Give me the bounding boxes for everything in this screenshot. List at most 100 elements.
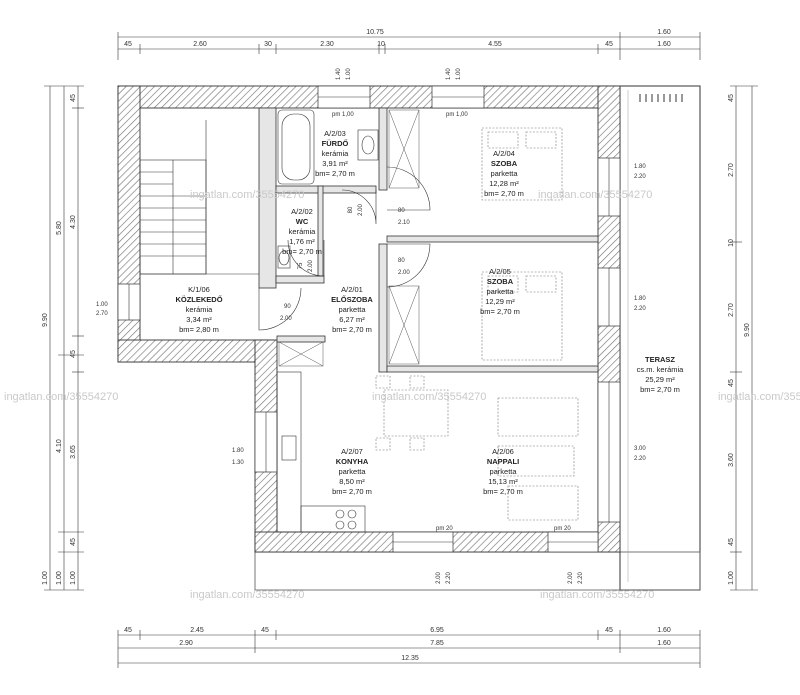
top-dimensions [117,32,701,60]
bathtub [277,109,315,185]
room-floor: parketta [338,305,366,314]
watermark-text: ingatlan.com/35554270 [190,589,304,601]
window-width: 2.00 [568,572,574,584]
room-height: bm= 2,70 m [332,487,372,496]
room-id: A/2/01 [341,285,363,294]
room-area: 15,13 m² [488,477,518,486]
bottom-dimensions [117,630,701,668]
room-label-bedroom1: A/2/04 SZOBA parketta 12,28 m² bm= 2,70 … [484,149,524,198]
sofa-set [497,397,579,521]
dim-bottom-seg: 7.85 [430,640,444,647]
dim-top-seg: 2.30 [320,41,334,48]
room-id: A/2/04 [493,149,515,158]
dim-overall-bottom: 12.35 [401,655,419,662]
watermark-text: ingatlan.com/35554270 [540,589,654,601]
dim-left-small: 1.00 [56,571,63,585]
window-width: 1.00 [346,68,352,80]
window-height: 2.20 [634,456,646,462]
door-width: 80 [348,206,354,213]
room-height: bm= 2,70 m [315,169,355,178]
room-label-living: A/2/06 NAPPALI parketta 15,13 m² bm= 2,7… [483,447,523,496]
room-id: A/2/06 [492,447,514,456]
beds [481,127,563,361]
room-floor: cs.m. kerámia [637,365,685,374]
dim-top-seg: 1.60 [657,41,671,48]
room-area: 3,34 m² [186,315,212,324]
left-dimensions [44,85,84,591]
room-height: bm= 2,80 m [179,325,219,334]
window-width: 3.00 [634,446,646,452]
room-label-bedroom2: A/2/05 SZOBA parketta 12,29 m² bm= 2,70 … [480,267,520,316]
dim-bottom-seg: 45 [605,627,613,634]
dim-overall-top: 10.75 [366,29,384,36]
dim-left-small: 45 [70,538,77,546]
window-height: 1.40 [336,68,342,80]
dim-top-seg: 10 [377,41,385,48]
kitchen-counter [276,371,366,533]
room-label-terrace: TERASZ cs.m. kerámia 25,29 m² bm= 2,70 m [637,355,685,394]
door-height: 2.00 [398,270,410,276]
window-width: 2.00 [436,572,442,584]
room-id: K/1/06 [188,285,210,294]
dim-left-upper: 5.80 [56,221,63,235]
room-area: 25,29 m² [645,375,675,384]
dim-left-outer: 9.90 [42,313,49,327]
room-height: bm= 2,70 m [483,487,523,496]
door-height: 2.00 [280,316,292,322]
interior-walls [258,107,599,373]
dining-set [375,375,449,451]
door-width: 80 [398,208,405,214]
room-name: TERASZ [645,355,675,364]
dim-left-small: 45 [70,350,77,358]
watermark-text: ingatlan.com/35554270 [190,189,304,201]
window-height: 1.40 [446,68,452,80]
room-floor: parketta [489,467,517,476]
room-floor: kerámia [322,149,350,158]
dim-right-seg: 2.70 [728,163,735,177]
dim-bottom-seg: 6.95 [430,627,444,634]
watermark-text: ingatlan.com/35554270 [538,189,652,201]
dim-right-outer: 9.90 [744,323,751,337]
room-name: NAPPALI [487,457,519,466]
room-height: bm= 2,70 m [282,247,322,256]
room-id: A/2/07 [341,447,363,456]
window-glass-lines [128,96,610,543]
dim-left-inner: 4.10 [56,439,63,453]
watermark-text: ingatlan.com/35554270 [372,391,486,403]
dim-bottom-seg: 45 [261,627,269,634]
door-width: 80 [398,258,405,264]
dim-top-seg: 30 [264,41,272,48]
room-label-corridor: K/1/06 KÖZLEKEDŐ kerámia 3,34 m² bm= 2,8… [175,285,222,334]
room-area: 12,28 m² [489,179,519,188]
window-width: 1.80 [634,296,646,302]
dim-left-inner: 4.30 [70,215,77,229]
parapet-height: pm 20 [436,526,453,532]
room-floor: parketta [486,287,514,296]
dim-right-small: 45 [728,379,735,387]
room-height: bm= 2,70 m [484,189,524,198]
dim-bottom-seg: 1.60 [657,640,671,647]
room-area: 3,91 m² [322,159,348,168]
room-name: FÜRDŐ [322,139,349,148]
room-id: A/2/05 [489,267,511,276]
dim-bottom-seg: 1.60 [657,627,671,634]
dim-right-small: 10 [728,239,735,247]
room-height: bm= 2,70 m [480,307,520,316]
terrace-drain [639,94,683,102]
window-width: 1.00 [456,68,462,80]
room-name: ELŐSZOBA [331,295,373,304]
room-name: KONYHA [336,457,369,466]
dim-top-seg: 45 [124,41,132,48]
parapet-height: pm 1,00 [446,112,468,118]
watermark-text: ingatlan.com/35554270 [718,391,800,403]
room-area: 8,50 m² [339,477,365,486]
room-name: SZOBA [491,159,518,168]
watermarks: ingatlan.com/35554270 ingatlan.com/35554… [4,189,800,601]
door-height: 2.00 [358,204,364,216]
dim-right-seg: 3.60 [728,453,735,467]
doors [258,166,431,331]
door-width: 90 [284,304,291,310]
dim-right-small: 1.00 [728,571,735,585]
dim-top-seg: 4.55 [488,41,502,48]
